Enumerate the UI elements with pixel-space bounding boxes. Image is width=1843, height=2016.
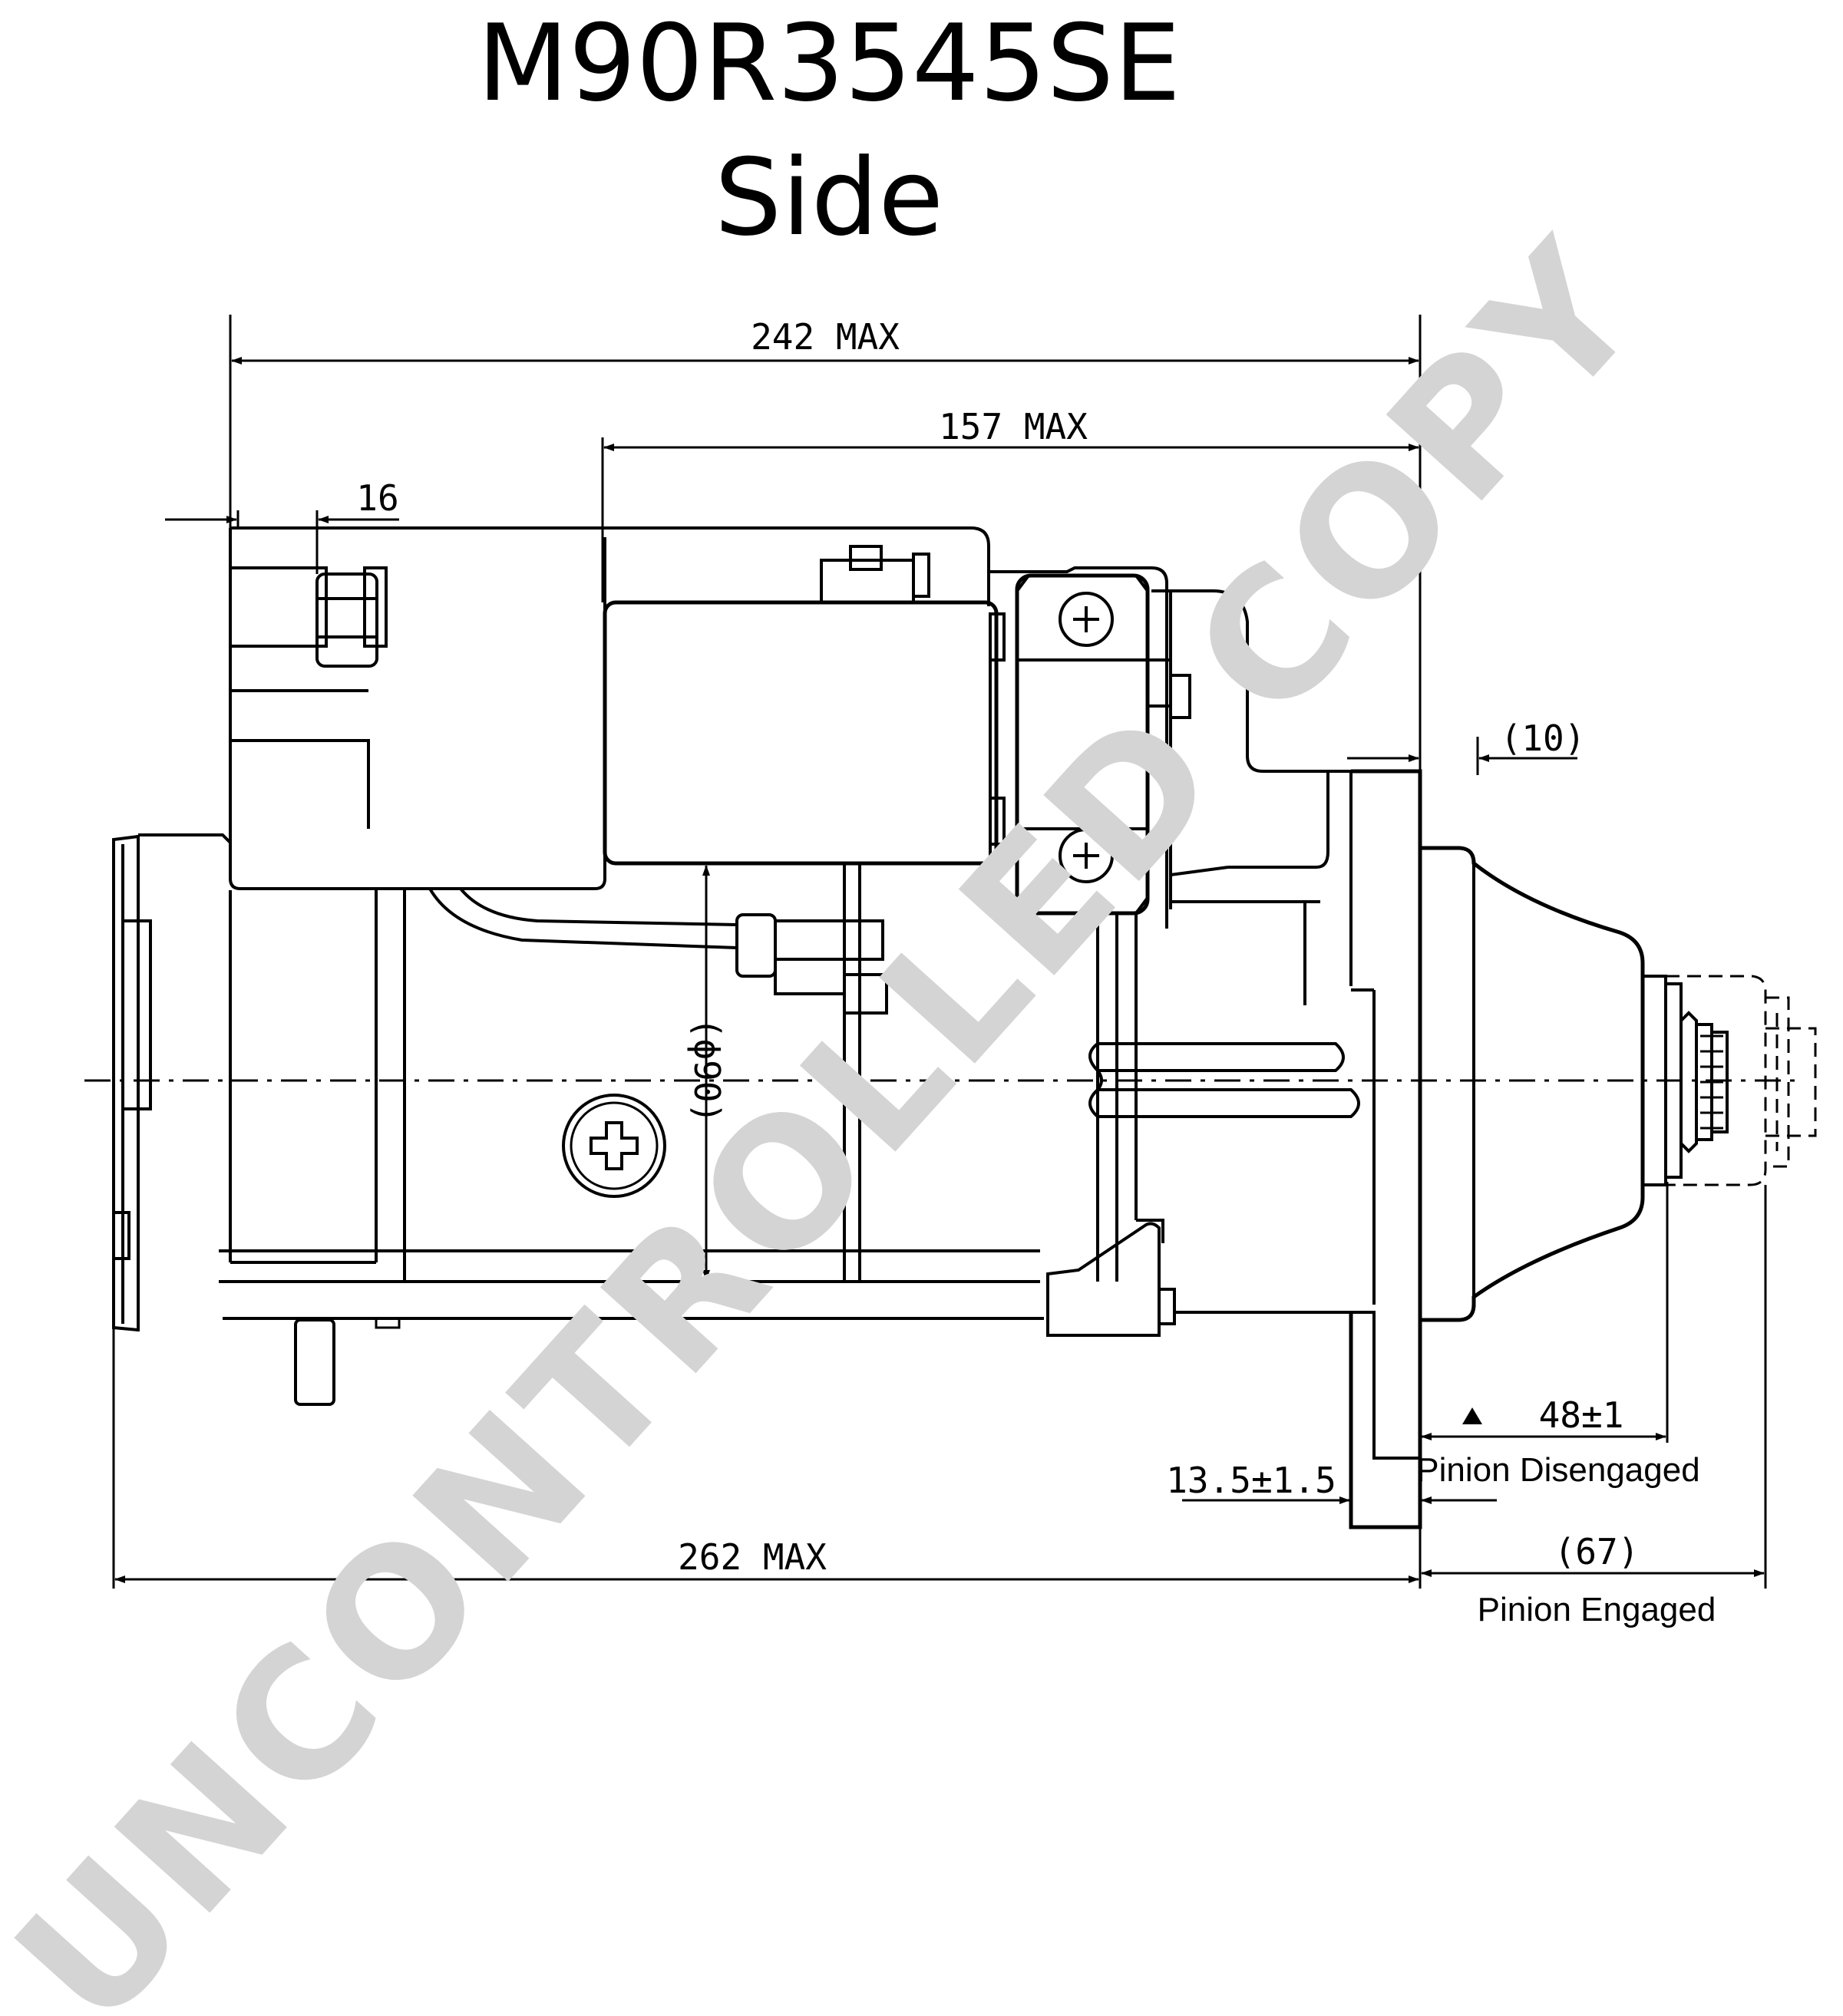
dim-total-max: 262 MAX: [678, 1536, 827, 1578]
dim-flange-thickness: 13.5±1.5: [1166, 1460, 1336, 1501]
lower-screw-head: [1059, 828, 1114, 883]
nose-housing: [1420, 846, 1645, 1322]
dim-terminal-offset: 16: [356, 477, 398, 519]
lever-housing: [990, 566, 1168, 929]
dimension-lines: 242 MAX 157 MAX 16 (10) (ϕ90) 48±1 Pinio…: [112, 315, 1767, 1628]
terminal-box: [229, 528, 606, 890]
starter-body: [84, 526, 1817, 1529]
part-number-title: M90R3545SE: [477, 2, 1181, 125]
dim-solenoid-max: 157 MAX: [939, 406, 1088, 447]
engaged-pinion-outline: [1666, 975, 1767, 1186]
watermark: UNCONTROLLED COPY: [0, 203, 1683, 2016]
mounting-stud: [294, 1318, 335, 1406]
solenoid-terminal: [820, 559, 915, 604]
phillips-screw-icon: [562, 1094, 666, 1198]
rear-end-cap: [112, 835, 139, 1331]
cable: [428, 887, 738, 949]
dim-overall-max: 242 MAX: [751, 316, 900, 358]
dim-disengaged-label: Pinion Disengaged: [1416, 1451, 1699, 1489]
upper-screw-head: [1059, 592, 1114, 647]
cable-connector: [735, 913, 777, 978]
dim-diameter: (ϕ90): [686, 1018, 728, 1123]
view-title: Side: [715, 136, 943, 259]
terminal-nut: [315, 572, 378, 668]
lever-block: [1046, 1222, 1161, 1337]
dim-engaged-value: (67): [1554, 1531, 1640, 1572]
dim-engaged-label: Pinion Engaged: [1478, 1591, 1716, 1628]
pinion-shaft: [1088, 1042, 1345, 1072]
reference-triangle-icon: [1462, 1407, 1482, 1424]
dim-flange-offset: (10): [1501, 718, 1586, 759]
dim-disengaged-value: 48±1: [1539, 1394, 1624, 1436]
mounting-flange: [1349, 769, 1422, 1529]
solenoid-body: [603, 600, 999, 866]
